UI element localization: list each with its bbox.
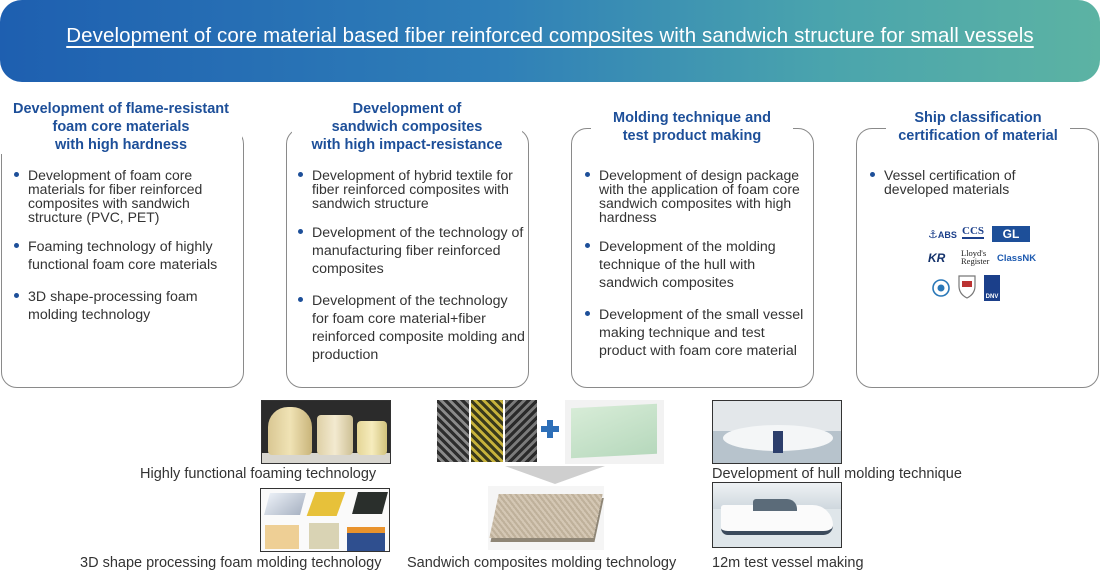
foam-block-photo (565, 400, 664, 464)
card-molding-title: Molding technique and test product makin… (591, 109, 793, 145)
foaming-caption: Highly functional foaming technology (140, 466, 377, 482)
ccs-logo: CCS (962, 225, 985, 239)
page-title: Development of core material based fiber… (66, 24, 1034, 47)
card-foam-core-list: Development of foam core materials for f… (13, 168, 238, 338)
down-arrow-icon (505, 466, 605, 484)
list-item: Development of the technology for foam c… (297, 292, 525, 364)
sandwich-caption: Sandwich composites molding technology (407, 555, 677, 571)
list-item: Development of design package with the a… (584, 168, 814, 224)
card-certification-list: Vessel certification of developed materi… (869, 168, 1059, 210)
card-sandwich (286, 128, 529, 388)
hull-molding-photo (712, 400, 842, 464)
dnv-logo: DNV (984, 275, 1000, 301)
title-banner (0, 0, 1100, 82)
hybrid-textile-swatch-1 (437, 400, 469, 462)
card-molding-list: Development of design package with the a… (584, 168, 814, 374)
abs-logo: ⚓ABS (928, 229, 957, 241)
card-certification-title: Ship classification certification of mat… (886, 109, 1070, 145)
card-foam-core-title: Development of flame-resistant foam core… (0, 100, 242, 154)
shape-caption: 3D shape processing foam molding technol… (80, 555, 382, 571)
list-item: Foaming technology of highly functional … (13, 238, 238, 274)
bureau-veritas-emblem-icon (958, 275, 976, 299)
hybrid-textile-swatch-3 (505, 400, 537, 462)
hybrid-textile-swatch-2 (471, 400, 503, 462)
list-item: 3D shape-processing foam molding technol… (13, 288, 238, 324)
gl-logo: GL (992, 226, 1030, 242)
foam-shapes-photo (260, 488, 390, 552)
card-sandwich-title: Development of sandwich composites with … (292, 100, 522, 154)
list-item: Development of the molding technique of … (584, 238, 814, 292)
lloyds-register-logo: Lloyd's Register (961, 248, 990, 266)
plus-icon (541, 420, 559, 438)
card-certification (856, 128, 1099, 388)
card-molding (571, 128, 814, 388)
list-item: Development of the technology of manufac… (297, 224, 525, 278)
kr-logo: KR (928, 251, 946, 265)
list-item: Development of the small vessel making t… (584, 306, 814, 360)
list-item: Vessel certification of developed materi… (869, 168, 1059, 196)
test-vessel-photo (712, 482, 842, 548)
rina-emblem-icon (932, 279, 950, 297)
classnk-logo: ClassNK (997, 253, 1037, 264)
classification-logos: ⚓ABS CCS GL KR Lloyd's Register ClassNK … (928, 224, 1036, 304)
hull-caption: Development of hull molding technique (712, 466, 962, 482)
list-item: Development of foam core materials for f… (13, 168, 238, 224)
list-item: Development of hybrid textile for fiber … (297, 168, 525, 210)
card-foam-core (1, 128, 244, 388)
vessel-caption: 12m test vessel making (712, 555, 864, 571)
sandwich-panel-photo (488, 486, 604, 550)
card-sandwich-list: Development of hybrid textile for fiber … (297, 168, 525, 378)
foam-cups-photo (261, 400, 391, 464)
